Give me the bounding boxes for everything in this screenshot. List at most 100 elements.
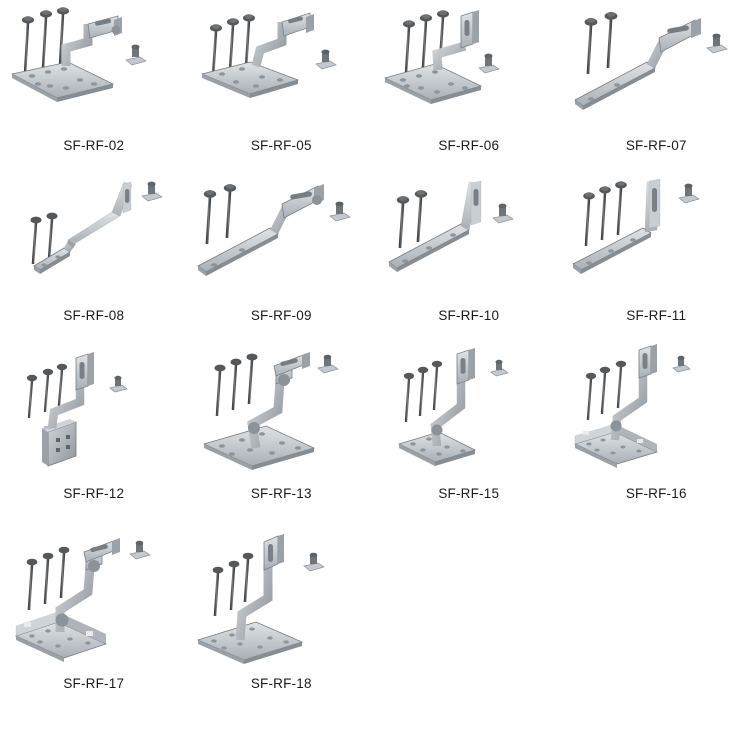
product-illustration xyxy=(194,170,369,302)
screw-icon xyxy=(214,364,226,417)
roof-hook xyxy=(246,352,310,449)
base-plate xyxy=(202,425,315,470)
t-bolt-nut xyxy=(492,203,515,224)
product-code: SF-RF-05 xyxy=(250,138,312,153)
product-illustration xyxy=(381,170,556,302)
screw-icon xyxy=(42,552,54,605)
product-illustration xyxy=(569,0,744,132)
t-bolt-nut xyxy=(141,181,164,202)
product-code: SF-RF-13 xyxy=(250,486,312,501)
product-cell[interactable]: SF-RF-10 xyxy=(375,170,563,340)
product-cell[interactable]: SF-RF-11 xyxy=(563,170,750,340)
product-illustration xyxy=(569,170,744,302)
screw-icon xyxy=(615,360,626,409)
product-cell[interactable]: SF-RF-12 xyxy=(0,340,188,530)
screw-icon xyxy=(242,14,255,69)
product-illustration xyxy=(194,0,369,132)
product-illustration xyxy=(6,170,181,302)
screw-icon xyxy=(40,10,53,71)
base-plate xyxy=(398,431,477,466)
product-cell[interactable]: SF-RF-17 xyxy=(0,530,188,720)
product-illustration xyxy=(194,530,369,664)
screw-icon xyxy=(582,192,595,247)
screw-icon xyxy=(223,184,236,239)
t-bolt-nut xyxy=(316,354,339,374)
screw-icon xyxy=(397,196,410,249)
product-code: SF-RF-07 xyxy=(625,138,687,153)
product-cell[interactable]: SF-RF-15 xyxy=(375,340,563,530)
screw-icon xyxy=(22,16,35,76)
t-bolt-nut xyxy=(478,53,501,74)
roof-hook xyxy=(432,10,480,71)
t-bolt-nut xyxy=(671,355,691,373)
roof-hook xyxy=(235,534,284,641)
product-cell[interactable]: SF-RF-16 xyxy=(563,340,750,530)
base-plate xyxy=(15,611,108,662)
screw-icon xyxy=(420,14,433,69)
screw-icon xyxy=(418,366,429,417)
base-plate xyxy=(196,621,303,664)
product-cell[interactable]: SF-RF-02 xyxy=(0,0,188,170)
product-cell-empty xyxy=(563,530,750,720)
product-cell[interactable]: SF-RF-06 xyxy=(375,0,563,170)
screw-icon xyxy=(604,11,618,69)
t-bolt-nut xyxy=(129,540,152,560)
roof-hook xyxy=(610,344,657,441)
roof-hook xyxy=(251,12,314,68)
product-illustration xyxy=(194,340,369,472)
screw-icon xyxy=(27,374,38,419)
product-code: SF-RF-15 xyxy=(438,486,500,501)
t-bolt-nut xyxy=(302,552,325,572)
screw-icon xyxy=(46,212,58,261)
roof-hook xyxy=(430,348,476,447)
base-plate xyxy=(384,63,483,104)
product-cell[interactable]: SF-RF-05 xyxy=(188,0,376,170)
screw-icon xyxy=(212,566,224,617)
roof-hook xyxy=(33,181,133,274)
base-plate xyxy=(11,61,115,102)
product-code: SF-RF-02 xyxy=(63,138,125,153)
t-bolt-nut xyxy=(705,33,728,54)
product-cell[interactable]: SF-RF-18 xyxy=(188,530,376,720)
product-cell-empty xyxy=(375,530,563,720)
screw-icon xyxy=(58,546,70,599)
base-plate xyxy=(42,419,77,467)
product-code: SF-RF-06 xyxy=(438,138,500,153)
screw-icon xyxy=(585,372,596,421)
roof-hook xyxy=(388,180,482,272)
base-plate xyxy=(573,423,658,468)
screw-icon xyxy=(57,7,70,67)
product-illustration xyxy=(381,0,556,132)
screw-icon xyxy=(226,18,239,73)
t-bolt-nut xyxy=(677,183,700,204)
product-cell[interactable]: SF-RF-07 xyxy=(563,0,750,170)
screw-icon xyxy=(403,20,416,75)
product-cell[interactable]: SF-RF-08 xyxy=(0,170,188,340)
roof-hook xyxy=(197,184,324,276)
screw-icon xyxy=(415,190,428,243)
screw-icon xyxy=(598,186,611,241)
product-code: SF-RF-12 xyxy=(63,486,125,501)
screw-icon xyxy=(404,372,415,423)
t-bolt-nut xyxy=(490,359,510,377)
screw-icon xyxy=(43,368,54,413)
screw-icon xyxy=(57,363,68,407)
screw-icon xyxy=(584,17,598,75)
screw-icon xyxy=(242,552,254,603)
screw-icon xyxy=(432,360,443,411)
product-code: SF-RF-17 xyxy=(63,676,125,691)
product-illustration xyxy=(569,340,744,472)
product-cell[interactable]: SF-RF-09 xyxy=(188,170,376,340)
product-cell[interactable]: SF-RF-13 xyxy=(188,340,376,530)
product-code: SF-RF-10 xyxy=(438,308,500,323)
screw-icon xyxy=(209,24,222,79)
base-plate xyxy=(200,61,300,98)
t-bolt-nut xyxy=(314,49,337,70)
product-code: SF-RF-08 xyxy=(63,308,125,323)
t-bolt-nut xyxy=(125,44,148,66)
screw-icon xyxy=(614,181,627,236)
screw-icon xyxy=(203,190,216,245)
roof-hook xyxy=(571,178,660,274)
